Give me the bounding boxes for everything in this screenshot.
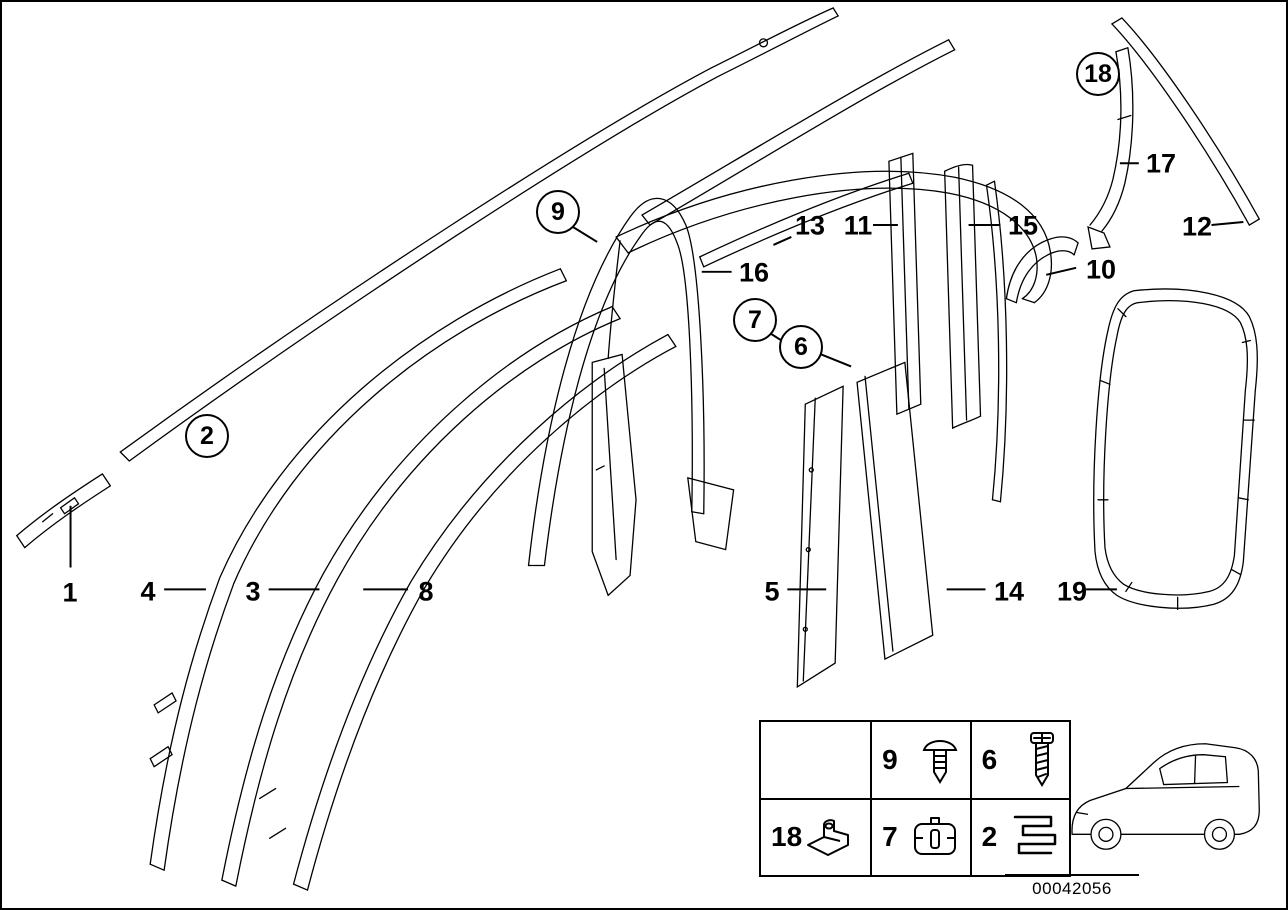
part-label-1: 1 [62,577,78,608]
legend-cell-7: 7 [872,799,972,877]
legend-cell-2: 2 [971,799,1071,877]
legend-number-2: 2 [981,821,998,853]
fastener-legend: 9 6 18 7 [759,720,1071,877]
part-label-18: 18 [1076,52,1120,96]
part-label-3: 3 [245,576,261,607]
part-label-15: 15 [1007,210,1039,241]
part-label-14: 14 [993,576,1025,607]
legend-cell-18: 18 [761,799,873,877]
legend-number-9: 9 [882,743,898,775]
grommet-clip-icon [913,817,956,856]
part-label-2: 2 [185,414,229,458]
clamp-icon [807,819,850,857]
part-label-16: 16 [738,257,770,288]
expanding-rivet-icon [922,739,957,784]
trim-parts-drawing [16,7,1260,891]
part-label-13: 13 [794,210,826,241]
screw-icon [1030,731,1054,787]
part-label-5: 5 [764,576,780,607]
legend-cell-6: 6 [971,722,1071,800]
part-label-17: 17 [1145,148,1177,179]
legend-number-7: 7 [882,821,898,853]
part-label-8: 8 [418,576,434,607]
legend-number-18: 18 [771,821,803,853]
legend-cell-9: 9 [872,722,972,800]
doc-number: 00042056 [1032,879,1112,898]
legend-number-6: 6 [981,743,998,775]
part-label-11: 11 [843,210,873,241]
car-sketch [1071,743,1260,850]
part-label-6: 6 [779,325,823,369]
spring-clip-icon [1013,816,1057,855]
part-label-19: 19 [1056,576,1088,607]
part-label-10: 10 [1085,254,1117,285]
part-label-4: 4 [140,576,156,607]
legend-cell-empty [761,722,873,800]
leader-lines [69,162,1244,591]
part-label-12: 12 [1181,211,1213,242]
part-label-9: 9 [536,190,580,234]
part-label-7: 7 [733,298,777,342]
doc-number-block: 00042056 [1005,874,1139,899]
